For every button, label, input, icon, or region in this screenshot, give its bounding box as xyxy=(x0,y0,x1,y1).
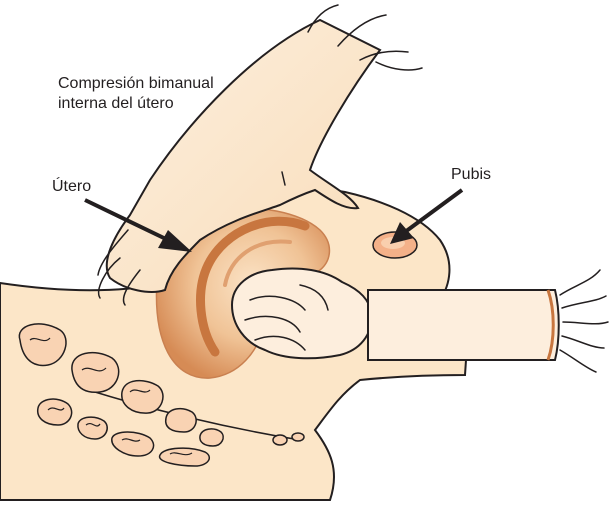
pubis-label: Pubis xyxy=(451,165,491,185)
internal-forearm xyxy=(368,290,559,360)
uterus-label: Útero xyxy=(52,177,91,197)
caption-line-1: Compresión bimanual xyxy=(58,74,214,94)
caption-line-2: interna del útero xyxy=(58,94,174,114)
